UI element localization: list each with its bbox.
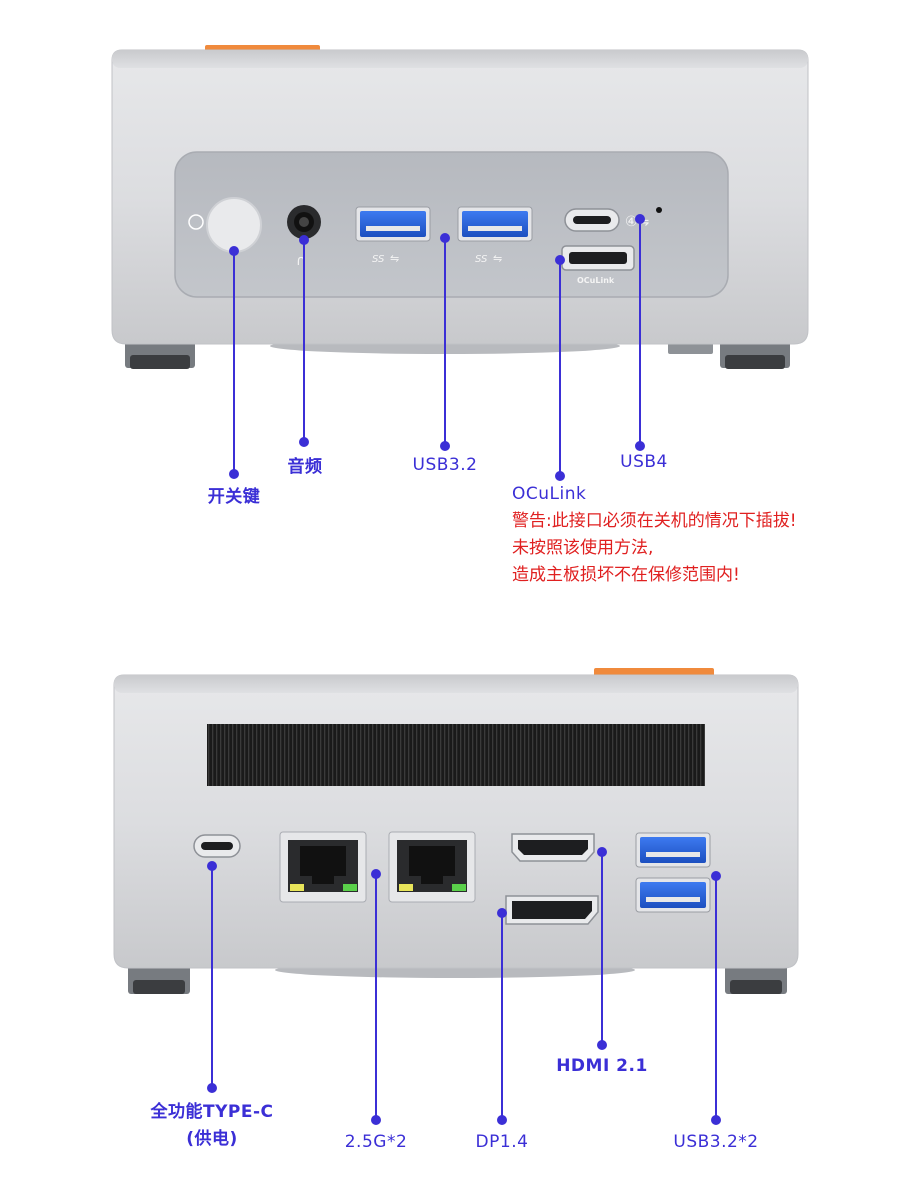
- hdmi-port[interactable]: [511, 833, 595, 862]
- warning-line-2: 未按照该使用方法,: [512, 538, 654, 558]
- rear-usb-a-1[interactable]: [635, 832, 711, 868]
- rear-device: [113, 668, 799, 994]
- power-led-icon: [188, 214, 204, 230]
- label-hdmi: HDMI 2.1: [556, 1056, 648, 1076]
- label-usb32: USB3.2: [412, 455, 478, 475]
- warning-line-3: 造成主板损坏不在保修范围内!: [512, 565, 740, 585]
- front-usb-a-1[interactable]: [355, 206, 431, 242]
- label-usb4: USB4: [620, 452, 668, 472]
- label-power-button: 开关键: [207, 487, 261, 507]
- label-dp: DP1.4: [475, 1132, 529, 1152]
- air-vent: [207, 724, 705, 786]
- power-button[interactable]: [206, 197, 262, 253]
- oculink-marking: OCuLink: [577, 276, 615, 285]
- ss-usb-icon: SS: [372, 254, 385, 265]
- label-oculink: OCuLink: [512, 484, 587, 504]
- lan-port-2[interactable]: [388, 831, 476, 903]
- label-typec-line2: (供电): [186, 1129, 238, 1149]
- headphone-icon: ∩: [296, 253, 306, 269]
- ss-usb-icon: SS: [475, 254, 488, 265]
- lan-port-1[interactable]: [279, 831, 367, 903]
- usb-trident-icon: ⇋: [493, 252, 502, 265]
- label-audio: 音频: [287, 457, 323, 477]
- indicator-dot-icon: [656, 207, 662, 213]
- displayport-port[interactable]: [505, 895, 599, 925]
- rear-usb-a-2[interactable]: [635, 877, 711, 913]
- label-usb-rear: USB3.2*2: [673, 1132, 759, 1152]
- usb-trident-icon: ⇋: [390, 252, 399, 265]
- label-typec-line1: 全功能TYPE-C: [150, 1102, 274, 1122]
- front-device: ∩ SS ⇋ SS ⇋ ④⇋ OCuLink: [111, 45, 809, 369]
- warning-line-1: 警告:此接口必须在关机的情况下插拔!: [512, 511, 797, 531]
- front-usb-a-2[interactable]: [457, 206, 533, 242]
- oculink-port[interactable]: [561, 245, 635, 271]
- leader-lines: [207, 214, 721, 1125]
- label-lan: 2.5G*2: [344, 1132, 408, 1152]
